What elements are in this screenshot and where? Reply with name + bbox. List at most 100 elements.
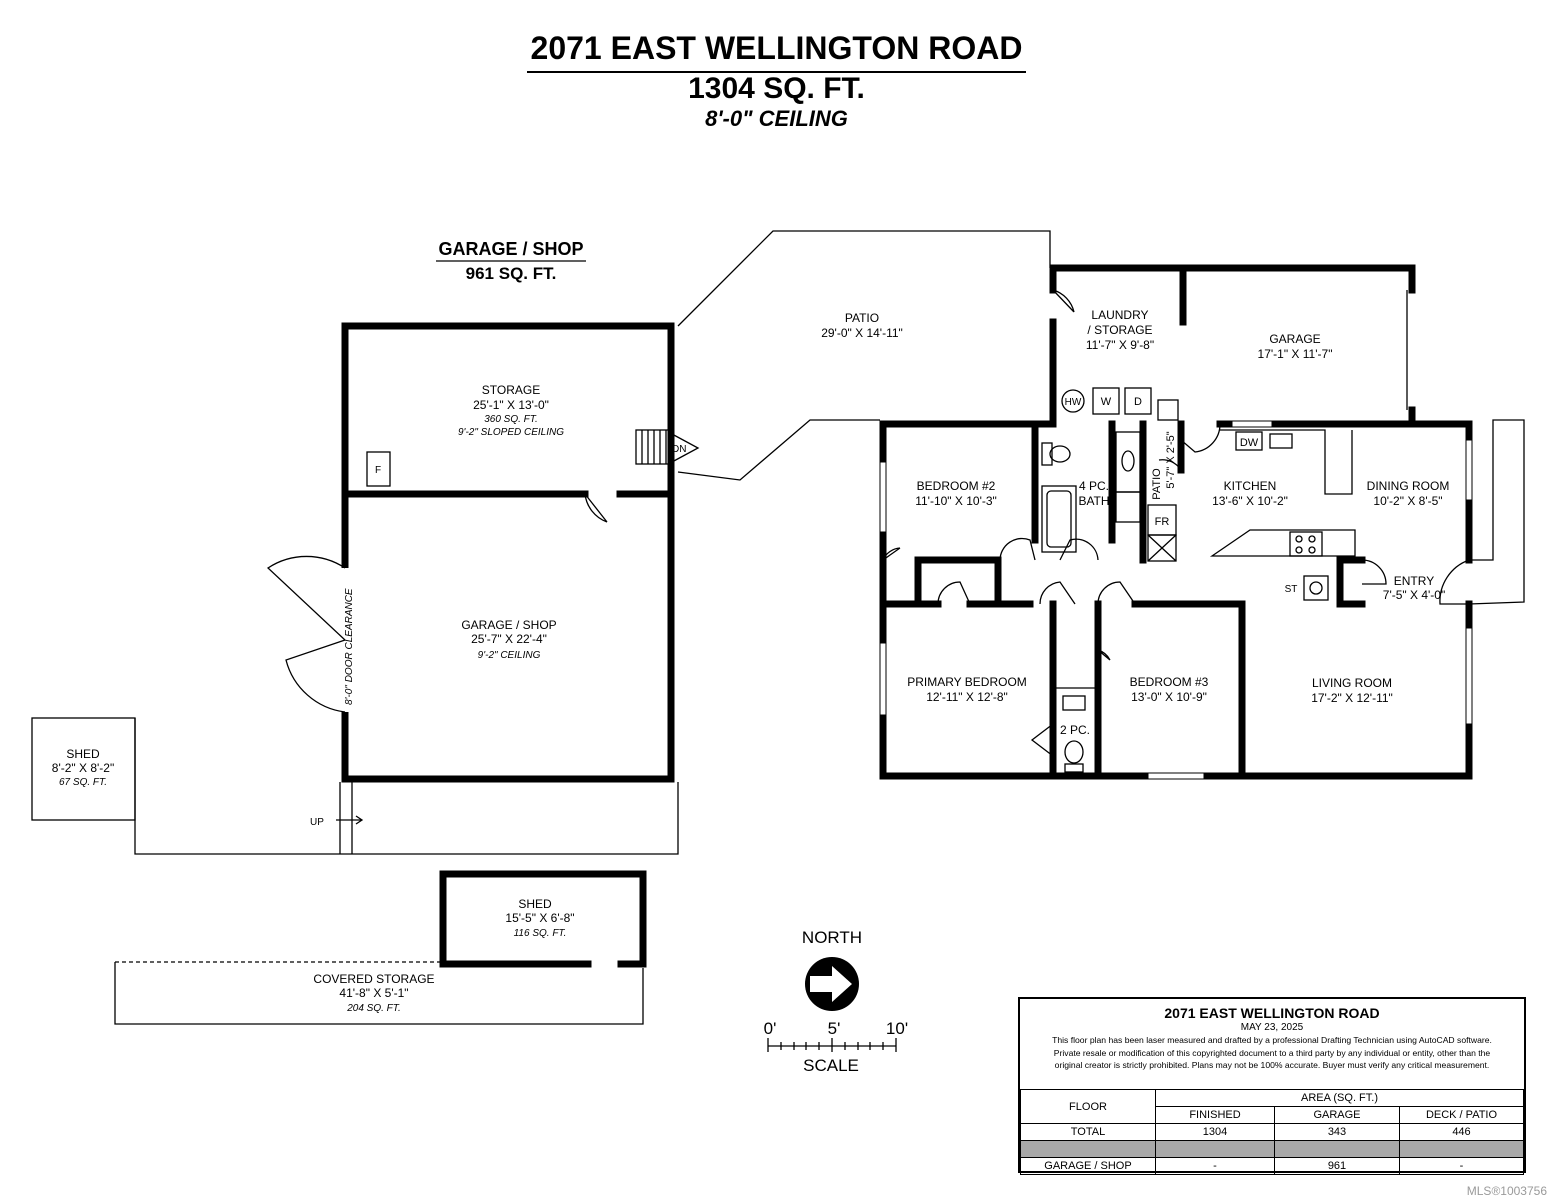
bed3-door (1097, 581, 1136, 605)
row-finished: - (1155, 1157, 1275, 1175)
shed-large-walls (439, 870, 647, 968)
row-floor: GARAGE / SHOP (1020, 1157, 1156, 1175)
ceiling-height: 8'-0" CEILING (705, 106, 848, 131)
laundry-size: 11'-7" X 9'-8" (1086, 338, 1154, 352)
scale-label: SCALE (803, 1056, 859, 1075)
table-row: GARAGE / SHOP - 961 - (1020, 1157, 1524, 1175)
dryer-label: D (1134, 396, 1142, 408)
east-deck (1468, 419, 1525, 605)
garage-west-doors (266, 555, 351, 713)
primary-size: 12'-11" X 12'-8" (926, 690, 1008, 704)
col-area: AREA (SQ. FT.) (1155, 1089, 1524, 1107)
linen-closet (1115, 491, 1141, 523)
kitchen-counter-top (1220, 429, 1353, 495)
patio-name: PATIO (845, 311, 879, 325)
dryer (1124, 387, 1152, 415)
bedroom3-window (1147, 772, 1205, 780)
kitchen-sink (1269, 433, 1293, 449)
dining-window (1465, 439, 1473, 501)
bedroom2-size: 11'-10" X 10'-3" (915, 494, 997, 508)
col-garage: GARAGE (1274, 1106, 1400, 1124)
pantry (1147, 534, 1177, 562)
bedroom2-name: BEDROOM #2 (917, 479, 996, 493)
col-finished: FINISHED (1155, 1106, 1275, 1124)
bathtub (1041, 485, 1077, 553)
water-heater-label: HW (1065, 397, 1082, 408)
dining-size: 10'-2" X 8'-5" (1373, 494, 1442, 508)
storage-door (584, 493, 608, 523)
total-sqft: 1304 SQ. FT. (688, 72, 865, 105)
bath4-name-2: BATH (1078, 494, 1109, 508)
garage-shop-header-title: GARAGE / SHOP (438, 239, 583, 259)
garage-shop-header-sqft: 961 SQ. FT. (466, 264, 557, 283)
laundry-name: LAUNDRY (1091, 308, 1148, 322)
kitchen-door (1180, 423, 1221, 453)
lean-to-outline (134, 718, 679, 855)
covered-storage-outline (114, 962, 644, 1025)
bedroom2-window (879, 461, 887, 533)
toilet-tank (1041, 442, 1053, 466)
area-table-head: FLOOR AREA (SQ. FT.) (1020, 1089, 1524, 1124)
half-bath-toilet (1064, 740, 1084, 764)
wood-stove (1303, 575, 1329, 601)
shed-small-size: 8'-2" X 8'-2" (52, 761, 114, 775)
bathtub-inner (1046, 490, 1072, 548)
scale-bar: 0' 5' 10' SCALE (764, 1019, 908, 1075)
entry-size: 7'-5" X 4'-0" (1383, 588, 1445, 602)
garage-shop-walls (341, 322, 675, 783)
covered-storage: COVERED STORAGE 41'-8" X 5'-1" 204 SQ. F… (114, 961, 644, 1025)
plan-title: 2071 EAST WELLINGTON ROAD (0, 30, 1553, 73)
patio: PATIO 29'-0" X 14'-11" (677, 230, 1051, 481)
north-label: NORTH (802, 928, 862, 947)
bath-door (1059, 538, 1099, 561)
living-size: 17'-2" X 12'-11" (1311, 691, 1393, 705)
shed-large-walls-2 (439, 870, 592, 968)
bed2-door (999, 537, 1036, 561)
entry-door (1439, 559, 1470, 605)
laundry-name-2: / STORAGE (1087, 323, 1152, 337)
house: HW W D (879, 264, 1525, 780)
patio-small-size: 5'-7" X 2'-5" (1165, 431, 1177, 488)
sink (1121, 450, 1135, 472)
shed-large: SHED 15'-5" X 6'-8" 116 SQ. FT. (439, 870, 647, 968)
door-clearance-label: 8'-0" DOOR CLEARANCE (344, 588, 355, 705)
garage-shop-ceiling: 9'-2" CEILING (478, 650, 541, 661)
info-block: 2071 EAST WELLINGTON ROAD MAY 23, 2025 T… (1018, 997, 1526, 1175)
laundry-door (1052, 289, 1075, 313)
patio-outline-bottom (677, 419, 880, 481)
north-arrow-icon (810, 966, 852, 1002)
bedroom3-size: 13'-0" X 10'-9" (1131, 690, 1207, 704)
house-outer-walls-2 (1216, 420, 1473, 564)
house-outer-walls (879, 420, 1473, 780)
storage-size: 25'-1" X 13'-0" (473, 398, 549, 412)
patio-small-name: PATIO (1151, 468, 1163, 500)
patio-size: 29'-0" X 14'-11" (821, 326, 903, 340)
storage-ceiling: 9'-2" SLOPED CEILING (458, 427, 564, 438)
covered-storage-area: 204 SQ. FT. (346, 1003, 401, 1014)
garage-shop-name: GARAGE / SHOP (461, 618, 556, 632)
shed-large-area: 116 SQ. FT. (514, 928, 567, 939)
info-title: 2071 EAST WELLINGTON ROAD (1164, 1005, 1380, 1021)
living-window (1465, 627, 1473, 725)
dining-name: DINING ROOM (1367, 479, 1450, 493)
kitchen-name: KITCHEN (1224, 479, 1277, 493)
closet-door (937, 581, 971, 605)
covered-storage-size: 41'-8" X 5'-1" (339, 986, 408, 1000)
col-deck: DECK / PATIO (1399, 1106, 1524, 1124)
scale-tick-0: 0' (764, 1019, 777, 1038)
info-date: MAY 23, 2025 (1240, 1022, 1304, 1033)
row-garage: 343 (1274, 1123, 1400, 1141)
kitchen-size: 13'-6" X 10'-2" (1212, 494, 1288, 508)
living-name: LIVING ROOM (1312, 676, 1392, 690)
half-bath-door-2 (1030, 723, 1054, 757)
bath2-name: 2 PC. (1060, 723, 1090, 737)
row-deck: 446 (1399, 1123, 1524, 1141)
table-row-divider (1020, 1140, 1524, 1158)
patio-door (1158, 459, 1182, 471)
covered-storage-name: COVERED STORAGE (313, 972, 434, 986)
shed-small-area: 67 SQ. FT. (59, 777, 107, 788)
kitchen-window (1231, 420, 1273, 428)
primary-window (879, 642, 887, 716)
dishwasher-label: DW (1240, 437, 1259, 449)
